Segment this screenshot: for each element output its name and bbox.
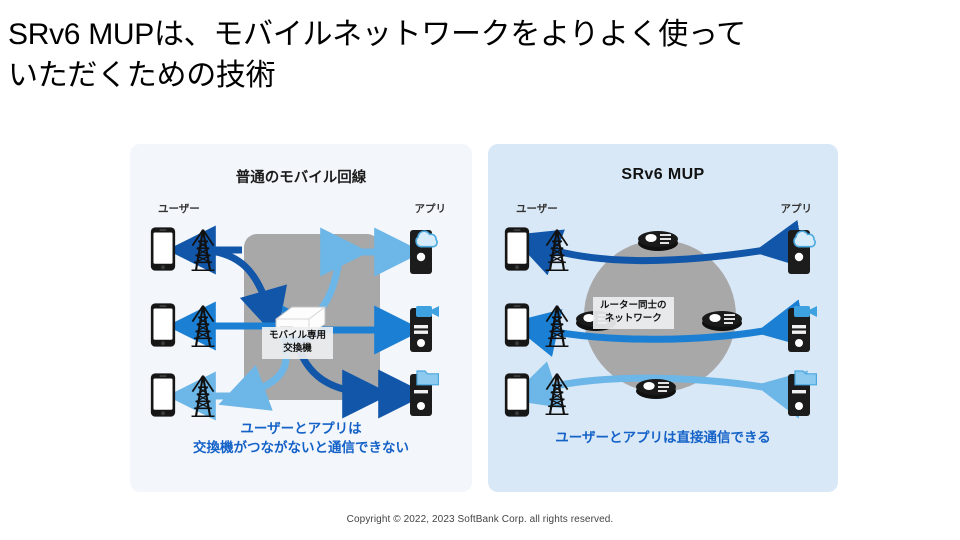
router-network-note: ルーター同士の ネットワーク	[593, 297, 674, 329]
smartphone-icon	[150, 373, 176, 417]
cell-tower-icon	[544, 372, 570, 416]
panel-right-title: SRv6 MUP	[621, 166, 705, 183]
smartphone-icon	[504, 373, 530, 417]
router-icon	[637, 230, 679, 252]
server-folder-icon	[787, 370, 818, 417]
smartphone-icon	[150, 227, 176, 271]
panel-normal-mobile-line: 普通のモバイル回線 ユーザー アプリ	[130, 144, 472, 492]
router-icon	[701, 310, 743, 332]
page-title: SRv6 MUPは、モバイルネットワークをよりよく使って いただくための技術	[8, 18, 746, 93]
mobile-switch-note: モバイル専用 交換機	[262, 327, 334, 359]
panel-right-user-label: ユーザー	[516, 203, 558, 215]
panel-left-app-label: アプリ	[414, 203, 447, 215]
panel-left-title: 普通のモバイル回線	[235, 170, 367, 186]
panel-srv6-mup: SRv6 MUP ユーザー アプリ	[488, 144, 838, 492]
panel-left-user-label: ユーザー	[158, 203, 200, 215]
panel-left-caption: ユーザーとアプリは 交換機がつながないと通信できない	[193, 420, 409, 456]
smartphone-icon	[504, 303, 530, 347]
server-folder-icon	[409, 370, 439, 417]
smartphone-icon	[150, 303, 176, 347]
panel-right-app-label: アプリ	[780, 203, 813, 215]
panel-right-caption: ユーザーとアプリは直接通信できる	[555, 430, 771, 446]
router-icon	[635, 378, 677, 400]
copyright-footer: Copyright © 2022, 2023 SoftBank Corp. al…	[346, 514, 614, 525]
smartphone-icon	[504, 227, 530, 271]
server-video-icon	[788, 306, 817, 352]
server-video-icon	[410, 306, 439, 352]
cell-tower-icon	[544, 304, 570, 348]
server-cloud-icon	[787, 229, 816, 275]
server-cloud-icon	[409, 229, 438, 275]
